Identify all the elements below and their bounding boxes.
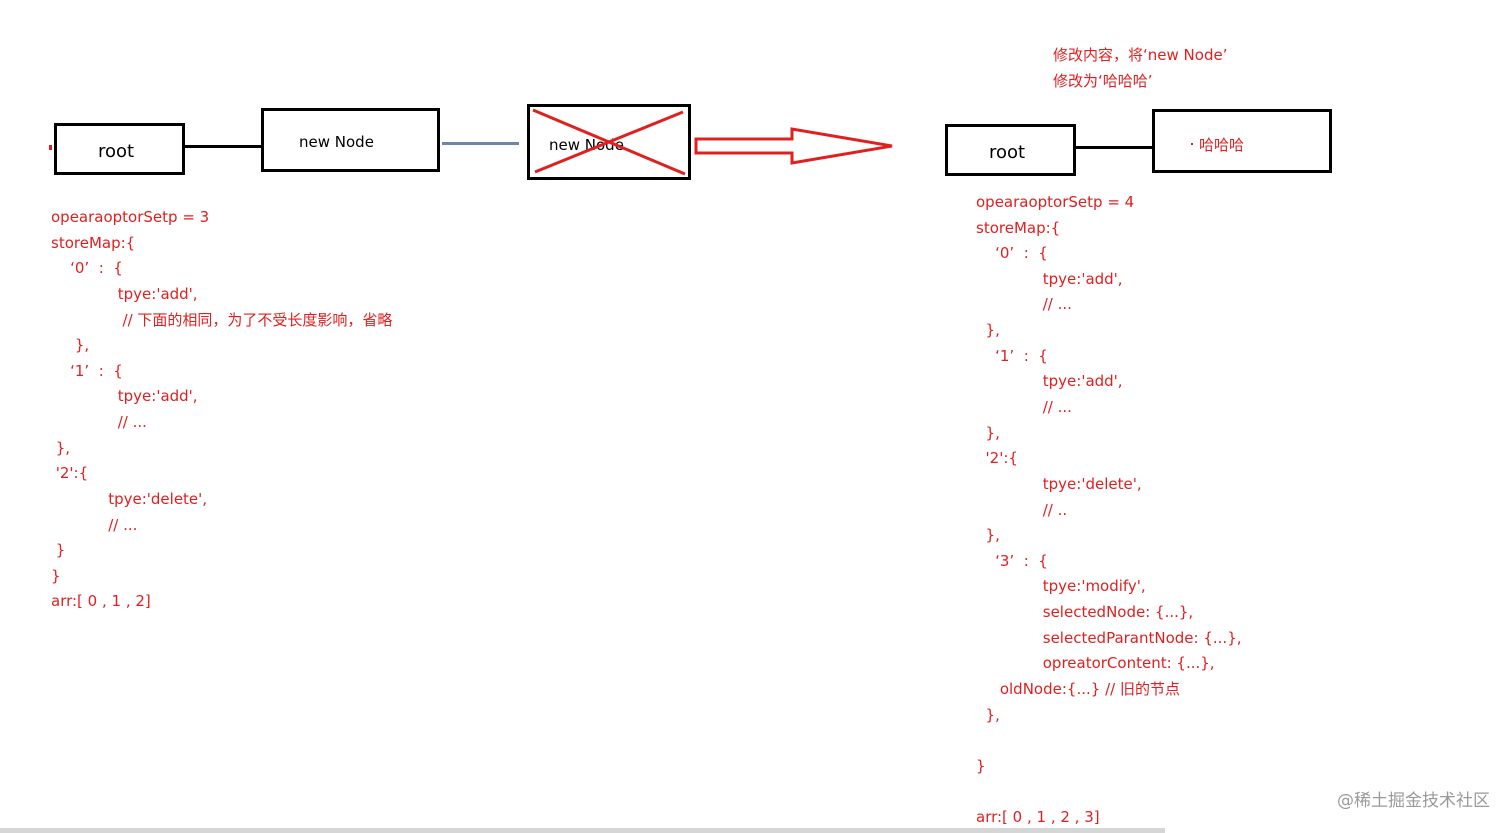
left-code-line: } <box>51 567 61 585</box>
right-code-line: // .. <box>976 501 1068 519</box>
red-dot-mark <box>1191 143 1193 145</box>
link-root-to-new-node <box>185 145 262 148</box>
right-code-line: }, <box>976 424 1000 442</box>
left-code-line: // ... <box>51 413 147 431</box>
right-code-line: ‘0’ : { <box>976 244 1048 262</box>
right-code-line: opearaoptorSetp = 4 <box>976 193 1135 211</box>
right-code-line: oldNode:{...} // 旧的节点 <box>976 680 1180 698</box>
root-node-left-label: root <box>98 141 135 162</box>
left-code-line: // 下面的相同，为了不受长度影响，省略 <box>51 311 393 329</box>
horizontal-scrollbar[interactable] <box>0 828 1165 833</box>
left-code-line: } <box>51 541 66 559</box>
left-code-line: arr:[ 0 , 1 , 2] <box>51 592 151 610</box>
right-code-line: }, <box>976 526 1000 544</box>
transition-arrow-icon <box>694 127 893 165</box>
red-tick-mark <box>49 145 52 150</box>
left-code-line: tpye:'delete', <box>51 490 208 508</box>
left-code-line: tpye:'add', <box>51 285 198 303</box>
right-code-line: tpye:'modify', <box>976 577 1146 595</box>
right-code-line: // ... <box>976 295 1072 313</box>
link-new-node-to-deleted-node <box>442 142 519 145</box>
new-node-left <box>261 108 440 172</box>
right-code-line: opreatorContent: {...}, <box>976 654 1215 672</box>
left-code-line: ‘1’ : { <box>51 362 123 380</box>
right-code-line: selectedNode: {...}, <box>976 603 1194 621</box>
right-code-line: tpye:'add', <box>976 270 1123 288</box>
root-node-right <box>945 124 1076 176</box>
left-code-line: }, <box>51 336 90 354</box>
left-code-line: ‘0’ : { <box>51 259 123 277</box>
delete-cross-icon <box>532 108 686 176</box>
left-code-line: '2':{ <box>51 464 89 482</box>
modified-node <box>1152 109 1332 173</box>
left-code-line: opearaoptorSetp = 3 <box>51 208 210 226</box>
left-code-line: tpye:'add', <box>51 387 198 405</box>
watermark: @稀土掘金技术社区 <box>1337 791 1490 811</box>
left-code-line: }, <box>51 439 71 457</box>
right-code-line: arr:[ 0 , 1 , 2 , 3] <box>976 808 1100 826</box>
left-code-line: // ... <box>51 516 138 534</box>
right-code-line: ‘3’ : { <box>976 552 1048 570</box>
right-code-line: storeMap:{ <box>976 219 1061 237</box>
right-code-line: }, <box>976 321 1000 339</box>
root-node-right-label: root <box>989 142 1026 163</box>
left-code-line: storeMap:{ <box>51 234 136 252</box>
new-node-left-label: new Node <box>299 133 374 151</box>
modified-node-label: 哈哈哈 <box>1199 136 1245 154</box>
right-code-line: tpye:'add', <box>976 372 1123 390</box>
right-code-line: tpye:'delete', <box>976 475 1142 493</box>
right-code-line: } <box>976 757 986 775</box>
modify-note-line-1: 修改内容，将‘new Node’ <box>1053 46 1228 64</box>
right-code-line: }, <box>976 706 1000 724</box>
right-code-line: // ... <box>976 398 1072 416</box>
right-code-line: '2':{ <box>976 449 1018 467</box>
right-code-line: selectedParantNode: {...}, <box>976 629 1242 647</box>
modify-note-line-2: 修改为‘哈哈哈’ <box>1053 72 1153 90</box>
link-root-to-modified-node <box>1076 146 1154 149</box>
right-code-line: ‘1’ : { <box>976 347 1048 365</box>
root-node-left <box>54 123 185 175</box>
